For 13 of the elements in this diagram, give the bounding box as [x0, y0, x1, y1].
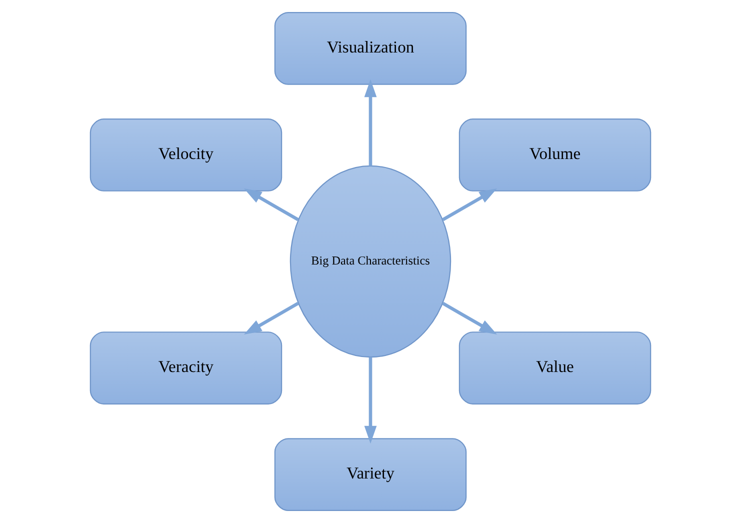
node-ellipse: Big Data Characteristics	[289, 165, 451, 358]
arrow	[364, 357, 376, 444]
node-box: Volume	[458, 118, 651, 192]
arrow	[442, 188, 497, 222]
node-box: Veracity	[89, 332, 282, 404]
node-box: Velocity	[89, 118, 282, 192]
node-box: Variety	[274, 438, 466, 512]
arrow	[243, 188, 298, 222]
node-box: Value	[458, 332, 651, 404]
arrow	[364, 79, 376, 166]
node-box: Visualization	[274, 12, 466, 85]
arrow	[442, 302, 497, 335]
arrow	[243, 302, 298, 335]
